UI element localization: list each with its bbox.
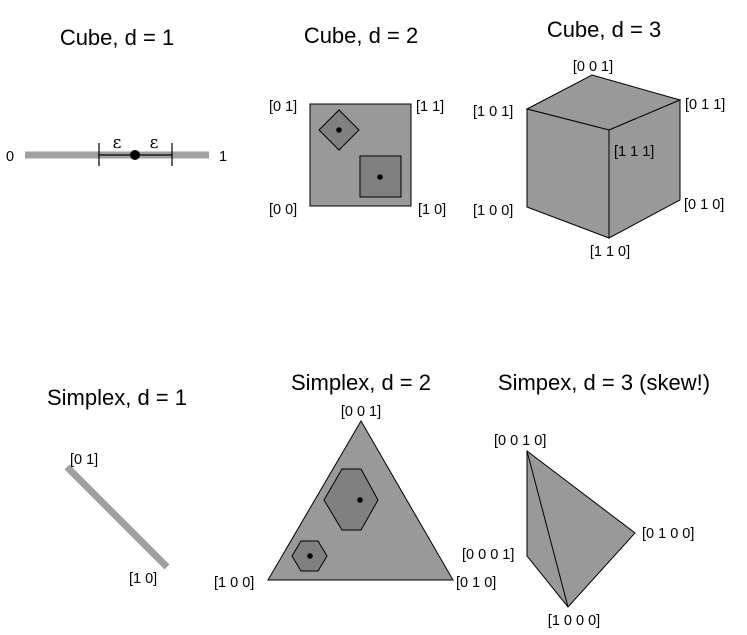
title-cube-d3: Cube, d = 3 <box>547 17 661 42</box>
vertex-label-center: [1 1 1] <box>614 144 654 160</box>
cube-left-face <box>526 108 610 239</box>
tetrahedron-simplex <box>526 449 636 608</box>
title-simplex-d2: Simplex, d = 2 <box>291 370 431 395</box>
vertex-label-top: [0 0 1] <box>573 59 613 75</box>
corner-label-bottom-left: [0 0] <box>269 202 297 218</box>
vertex-label-top: [0 0 1] <box>341 404 381 420</box>
corner-label-top-right: [1 1] <box>416 99 444 115</box>
panel-simplex-d2: Simplex, d = 2 [0 0 1] [1 0 0] [0 1 0] <box>214 370 496 591</box>
label-zero: 0 <box>6 149 14 165</box>
endpoint-label-bottom: [1 0] <box>129 571 157 587</box>
panel-cube-d3: Cube, d = 3 [0 0 1] [1 0 1] [0 1 1] [1 1… <box>473 17 725 260</box>
vertex-label-left: [0 0 0 1] <box>462 547 514 563</box>
tetrahedron-inner-edge <box>526 450 569 608</box>
cube-right-face <box>608 99 681 239</box>
vertex-label-upper-right: [0 1 1] <box>685 97 725 113</box>
center-point <box>130 150 140 160</box>
corner-label-bottom-right: [1 0] <box>418 202 446 218</box>
diamond-center-point <box>336 127 342 133</box>
vertex-label-bottom: [1 1 0] <box>590 244 630 260</box>
title-cube-d2: Cube, d = 2 <box>304 23 418 48</box>
large-hexagon-ball <box>323 468 379 531</box>
corner-label-top-left: [0 1] <box>269 99 297 115</box>
vertex-label-lower-left: [1 0 0] <box>473 203 513 219</box>
vertex-label-left: [1 0 0] <box>214 575 254 591</box>
label-one: 1 <box>219 149 227 165</box>
epsilon-right-label: ε <box>150 133 159 153</box>
small-hexagon-center-point <box>307 553 313 559</box>
epsilon-left-label: ε <box>113 133 122 153</box>
vertex-label-upper-left: [1 0 1] <box>473 104 513 120</box>
vertex-label-lower-right: [0 1 0] <box>684 197 724 213</box>
square-center-point <box>377 174 383 180</box>
vertex-label-bottom: [1 0 0 0] <box>548 613 600 629</box>
vertex-label-right: [0 1 0 0] <box>642 526 694 542</box>
large-hexagon-center-point <box>357 497 363 503</box>
vertex-label-top: [0 0 1 0] <box>494 433 546 449</box>
panel-cube-d1: Cube, d = 1 ε ε 0 1 <box>6 25 227 166</box>
title-simplex-d3: Simpex, d = 3 (skew!) <box>498 370 710 395</box>
panel-cube-d2: Cube, d = 2 [0 1] [1 1] [0 0] [1 0] <box>269 23 446 218</box>
simplex-segment <box>64 464 170 570</box>
title-simplex-d1: Simplex, d = 1 <box>47 385 187 410</box>
endpoint-label-top: [0 1] <box>70 452 98 468</box>
vertex-label-right: [0 1 0] <box>456 575 496 591</box>
panel-simplex-d1: Simplex, d = 1 [0 1] [1 0] <box>47 385 187 587</box>
title-cube-d1: Cube, d = 1 <box>60 25 174 50</box>
panel-simplex-d3: Simpex, d = 3 (skew!) [0 0 1 0] [0 0 0 1… <box>462 370 710 629</box>
